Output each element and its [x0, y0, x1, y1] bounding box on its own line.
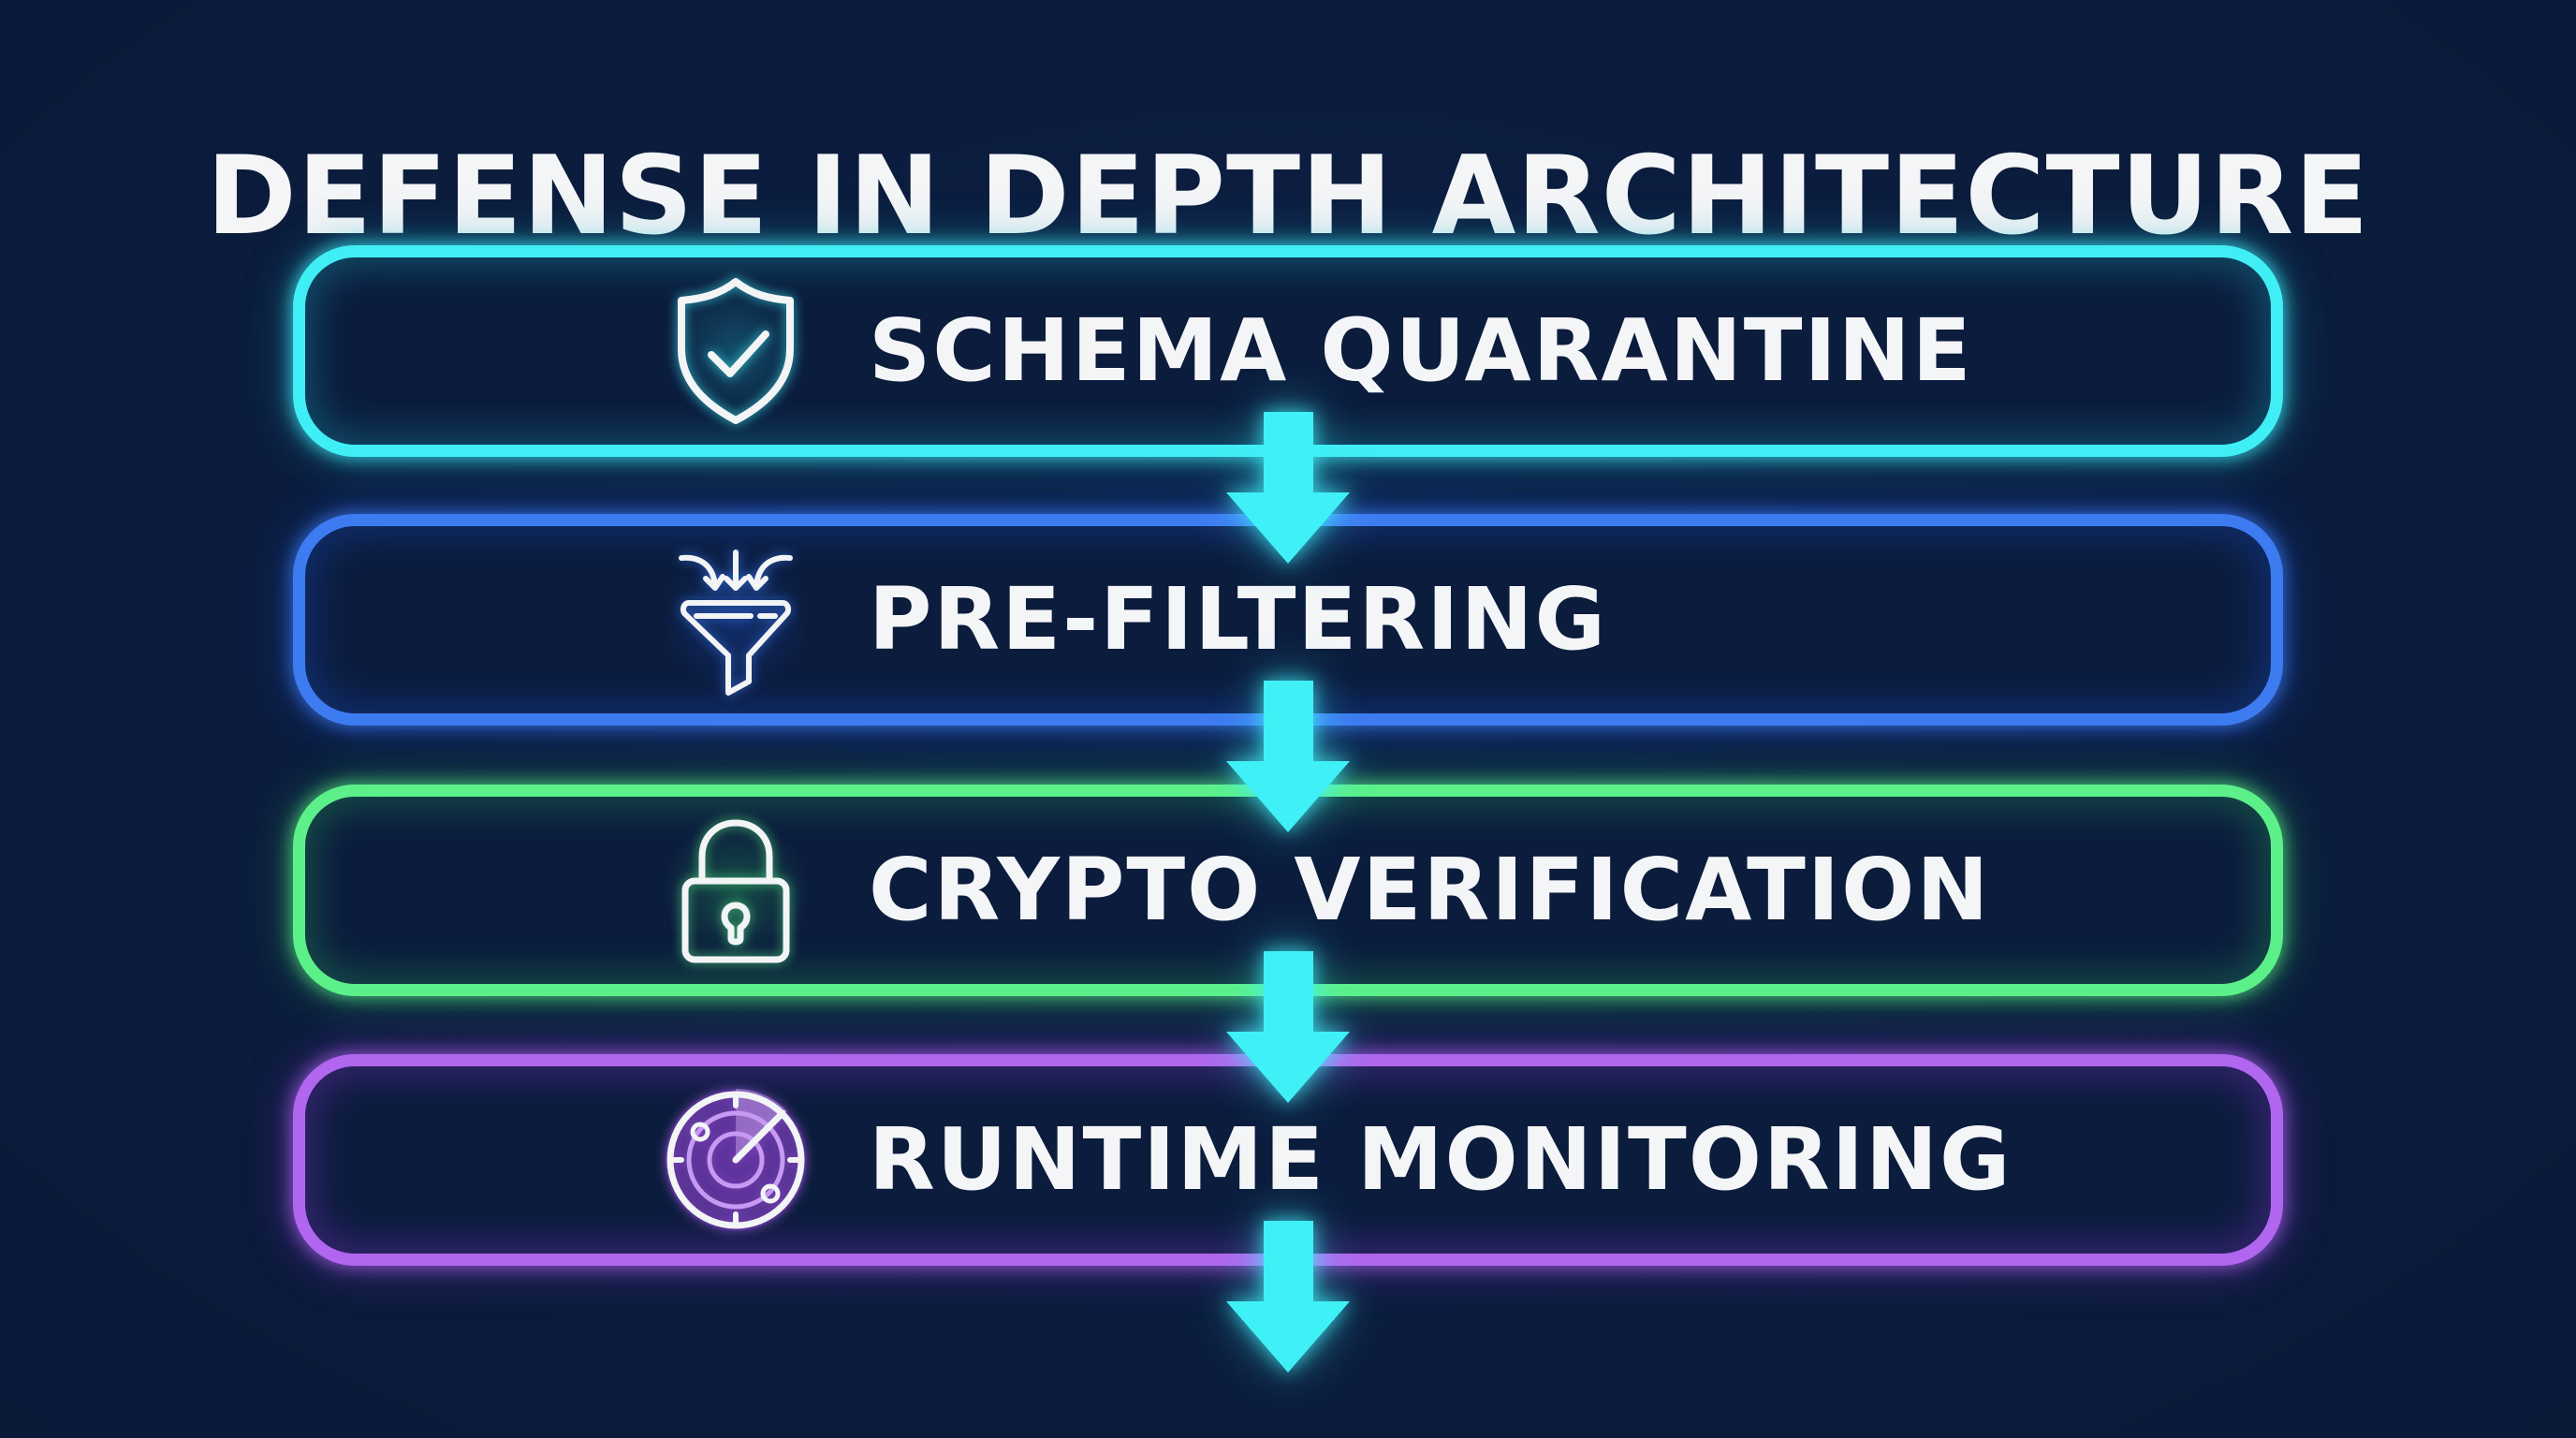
- layer-label: SCHEMA QUARANTINE: [869, 301, 1973, 401]
- shield-check-icon: [661, 276, 811, 426]
- diagram-title: DEFENSE IN DEPTH ARCHITECTURE: [206, 132, 2370, 259]
- layer-label: PRE-FILTERING: [869, 569, 1607, 669]
- radar-icon: [661, 1085, 811, 1235]
- layer-label: RUNTIME MONITORING: [869, 1109, 2012, 1210]
- arrow-down-icon: [1226, 951, 1350, 1103]
- arrow-down-icon: [1226, 681, 1350, 832]
- arrow-down-icon: [1226, 1221, 1350, 1372]
- padlock-icon: [661, 815, 811, 965]
- arrow-down-icon: [1226, 412, 1350, 564]
- layer-label: CRYPTO VERIFICATION: [869, 840, 1991, 940]
- funnel-filter-icon: [661, 545, 811, 696]
